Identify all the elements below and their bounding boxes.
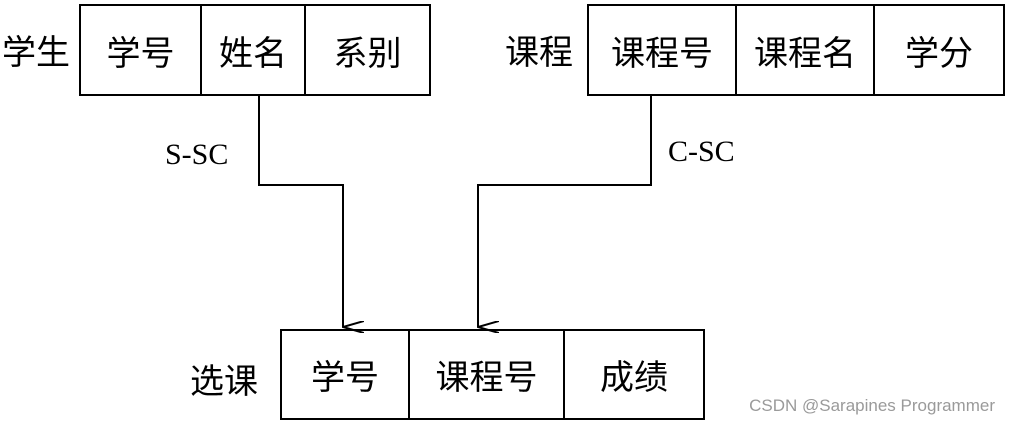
s-sc-link-line [258, 96, 343, 327]
csdn-watermark: CSDN @Sarapines Programmer [749, 396, 995, 415]
student-table-label: 学生 [2, 33, 70, 73]
student-field-name: 姓名 [202, 6, 306, 94]
enrollment-table-label: 选课 [190, 362, 258, 402]
student-field-dept: 系别 [333, 33, 402, 74]
enrollment-field-course-id: 课程号 [410, 331, 565, 418]
course-field-credit: 学分 [905, 33, 973, 74]
student-field-id: 学号 [81, 6, 202, 94]
course-field-id: 课程号 [589, 6, 737, 94]
course-table-label: 课程 [505, 33, 573, 73]
course-relation: 课程号 课程名 学分 [587, 4, 1005, 96]
course-field-name: 课程名 [737, 6, 875, 94]
c-sc-link-label: C-SC [668, 135, 735, 168]
enrollment-relation: 学号 课程号 成绩 [280, 329, 705, 420]
c-sc-link-line [477, 96, 652, 327]
enrollment-field-grade: 成绩 [600, 358, 668, 398]
s-sc-link-label: S-SC [165, 138, 229, 171]
enrollment-field-student-id: 学号 [282, 331, 410, 418]
student-relation: 学号 姓名 系别 [79, 4, 431, 96]
